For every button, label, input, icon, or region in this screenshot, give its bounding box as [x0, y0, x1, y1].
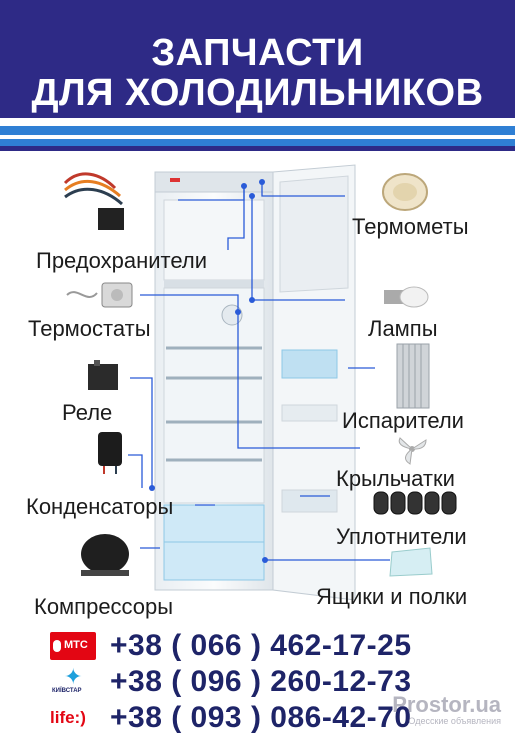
stripe-blue-2	[0, 139, 515, 146]
relay-icon	[88, 360, 118, 390]
operator-kyivstar: КИЇВСТАР	[52, 688, 82, 694]
life-logo-icon: life:)	[50, 704, 96, 732]
phone-number-life[interactable]: +38 ( 093 ) 086-42-70	[110, 701, 412, 734]
thermostat-icon	[66, 282, 133, 308]
header-banner: ЗАПЧАСТИ ДЛЯ ХОЛОДИЛЬНИКОВ	[0, 0, 515, 118]
label-evaporators: Испарители	[342, 408, 464, 433]
fuse-wires-icon	[63, 172, 124, 230]
stripe-blue-1	[0, 126, 515, 135]
fan-impeller-icon	[398, 437, 427, 465]
watermark-main: Prostor.ua	[392, 692, 501, 717]
capacitor-icon	[98, 432, 122, 474]
thermometer-dial-icon	[382, 173, 428, 211]
evaporator-icon	[396, 343, 430, 409]
mts-logo-icon: МТС	[50, 632, 96, 660]
phone-number-mts[interactable]: +38 ( 066 ) 462-17-25	[110, 629, 412, 662]
title-line-1: ЗАПЧАСТИ	[151, 32, 364, 74]
phone-row-mts: МТС +38 ( 066 ) 462-17-25	[50, 630, 490, 662]
watermark: Prostor.ua Одесские объявления	[392, 692, 501, 726]
label-fuses: Предохранители	[36, 248, 207, 273]
stripe-dark	[0, 146, 515, 151]
stripe-white	[0, 118, 515, 126]
kyivstar-logo-icon: ✦ КИЇВСТАР	[52, 664, 83, 695]
phone-row-kyivstar: ✦ КИЇВСТАР +38 ( 096 ) 260-12-73	[50, 666, 490, 698]
label-thermostats: Термостаты	[28, 316, 151, 341]
title-line-2: ДЛЯ ХОЛОДИЛЬНИКОВ	[31, 72, 484, 114]
label-lamps: Лампы	[368, 316, 438, 341]
label-thermometers: Термометы	[352, 214, 469, 239]
label-seals: Уплотнители	[336, 524, 467, 549]
watermark-sub: Одесские объявления	[408, 716, 501, 726]
compressor-icon	[81, 534, 129, 576]
phone-number-kyivstar[interactable]: +38 ( 096 ) 260-12-73	[110, 665, 412, 698]
stripe-white-2	[0, 135, 515, 139]
label-capacitors: Конденсаторы	[26, 494, 174, 519]
label-impellers: Крыльчатки	[336, 466, 455, 491]
drawer-shelf-icon	[389, 547, 433, 577]
door-seal-icon	[373, 491, 457, 515]
label-compressors: Компрессоры	[34, 594, 174, 619]
phone-row-life: life:) +38 ( 093 ) 086-42-70	[50, 702, 490, 734]
operator-mts: МТС	[64, 639, 88, 651]
operator-life: life:)	[50, 708, 86, 727]
lamp-bulb-icon	[384, 286, 429, 308]
label-drawers: Ящики и полки	[316, 584, 468, 609]
label-relays: Реле	[62, 400, 113, 425]
refrigerator-illustration	[154, 164, 356, 600]
